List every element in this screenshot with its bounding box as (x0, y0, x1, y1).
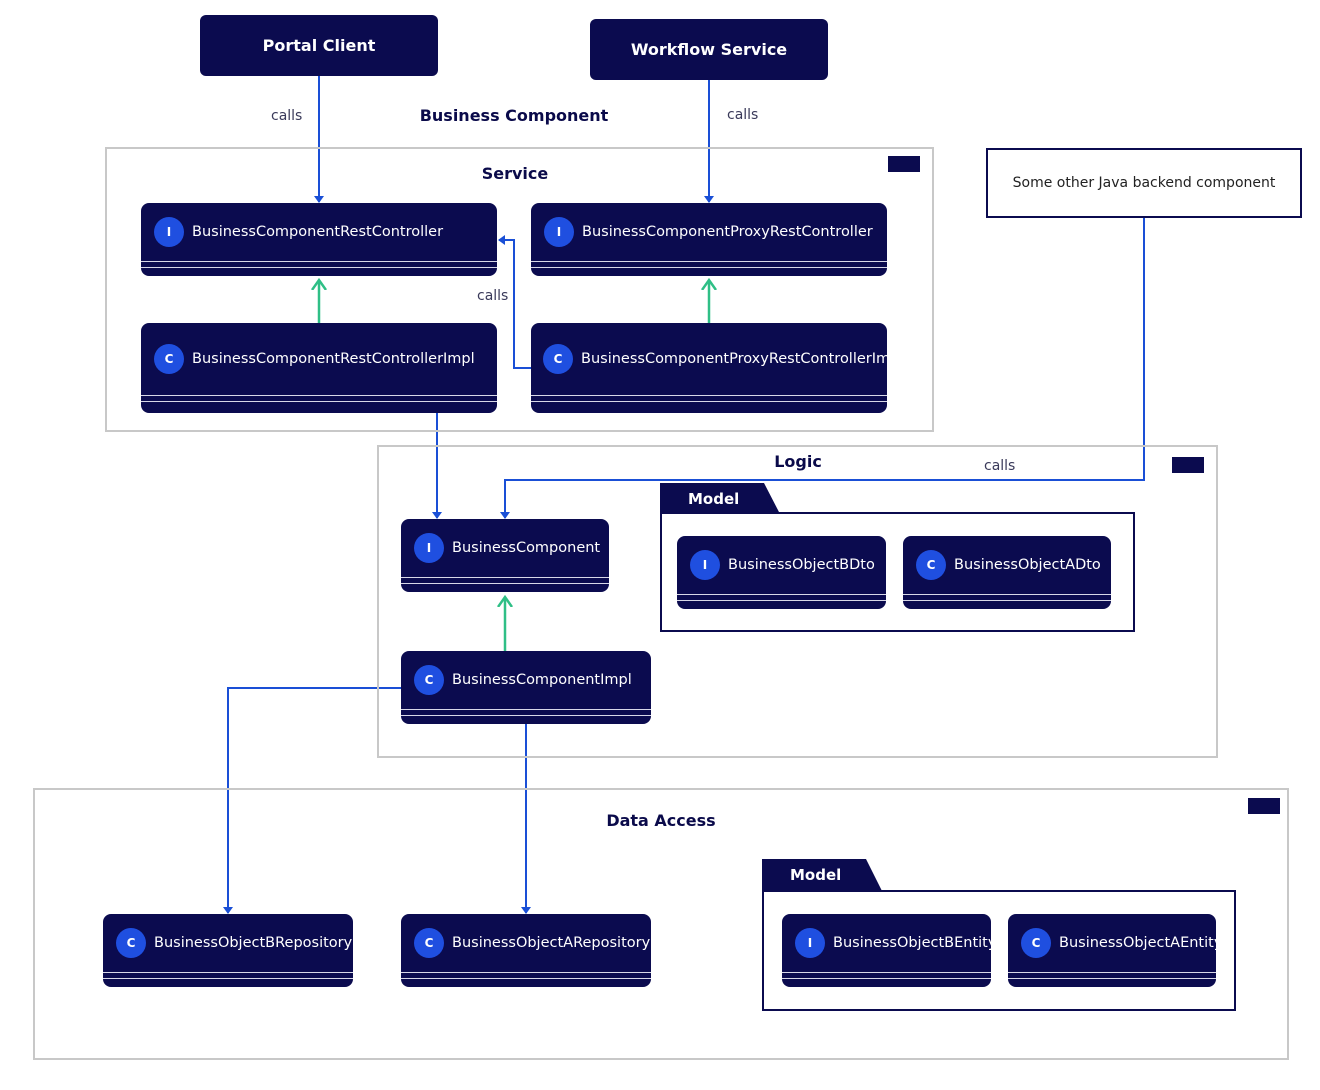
class-business-component-impl[interactable]: C BusinessComponentImpl (401, 651, 651, 724)
class-badge-icon: C (1021, 928, 1051, 958)
class-name: BusinessObjectBEntity (833, 935, 991, 951)
interface-badge-icon: I (544, 217, 574, 247)
class-business-object-b-entity[interactable]: I BusinessObjectBEntity (782, 914, 991, 987)
class-business-object-b-repository[interactable]: C BusinessObjectBRepository (103, 914, 353, 987)
service-title: Service (481, 164, 549, 183)
class-name: BusinessComponentRestControllerImpl (192, 351, 475, 367)
class-badge-icon: C (116, 928, 146, 958)
logic-frame (377, 445, 1218, 758)
class-business-component[interactable]: I BusinessComponent (401, 519, 609, 592)
calls-label-portal: calls (271, 108, 303, 124)
model-data-title: Model (790, 866, 842, 884)
class-name: BusinessObjectARepository (452, 935, 651, 951)
portal-client-label: Portal Client (262, 36, 376, 55)
model-data-tab (762, 859, 882, 891)
class-name: BusinessObjectBRepository (154, 935, 353, 951)
class-name: BusinessComponent (452, 540, 601, 556)
calls-label-other: calls (984, 458, 1016, 474)
interface-badge-icon: I (414, 533, 444, 563)
class-business-object-a-repository[interactable]: C BusinessObjectARepository (401, 914, 651, 987)
edge-other-to-bc (500, 217, 1145, 519)
class-business-object-a-dto[interactable]: C BusinessObjectADto (903, 536, 1111, 609)
logic-title: Logic (774, 452, 822, 471)
model-logic-title: Model (688, 490, 740, 508)
business-component-title: Business Component (419, 106, 609, 125)
other-java-component-label: Some other Java backend component (1012, 175, 1276, 191)
class-badge-icon: C (916, 550, 946, 580)
calls-label-proxy: calls (477, 288, 509, 304)
class-name: BusinessObjectBDto (728, 557, 875, 573)
other-java-component-note[interactable]: Some other Java backend component (986, 148, 1302, 218)
workflow-service-label: Workflow Service (630, 40, 788, 59)
class-name: BusinessObjectAEntity (1059, 935, 1216, 951)
class-business-object-b-dto[interactable]: I BusinessObjectBDto (677, 536, 886, 609)
class-business-component-proxy-rest-controller[interactable]: I BusinessComponentProxyRestController (531, 203, 887, 276)
workflow-service-box[interactable]: Workflow Service (590, 19, 828, 80)
data-access-title: Data Access (606, 811, 716, 830)
data-access-frame (33, 788, 1289, 1060)
service-frame (105, 147, 934, 432)
portal-client-box[interactable]: Portal Client (200, 15, 438, 76)
data-access-component-icon (1248, 798, 1280, 814)
class-business-component-rest-controller[interactable]: I BusinessComponentRestController (141, 203, 497, 276)
logic-component-icon (1172, 457, 1204, 473)
class-badge-icon: C (154, 344, 184, 374)
class-badge-icon: C (414, 665, 444, 695)
calls-label-workflow: calls (727, 107, 759, 123)
class-business-object-a-entity[interactable]: C BusinessObjectAEntity (1008, 914, 1216, 987)
class-name: BusinessComponentProxyRestControllerImpl (581, 351, 887, 367)
class-name: BusinessComponentProxyRestController (582, 224, 873, 240)
class-name: BusinessComponentImpl (452, 672, 632, 688)
edge-proxy-to-rest (498, 235, 531, 369)
interface-badge-icon: I (795, 928, 825, 958)
edge-bcimpl-to-brepo (223, 687, 401, 914)
interface-badge-icon: I (154, 217, 184, 247)
class-badge-icon: C (543, 344, 573, 374)
class-name: BusinessComponentRestController (192, 224, 444, 240)
service-component-icon (888, 156, 920, 172)
model-logic-tab (660, 483, 780, 514)
class-badge-icon: C (414, 928, 444, 958)
class-name: BusinessObjectADto (954, 557, 1101, 573)
class-business-component-proxy-rest-controller-impl[interactable]: C BusinessComponentProxyRestControllerImp… (531, 323, 887, 413)
class-business-component-rest-controller-impl[interactable]: C BusinessComponentRestControllerImpl (141, 323, 497, 413)
interface-badge-icon: I (690, 550, 720, 580)
